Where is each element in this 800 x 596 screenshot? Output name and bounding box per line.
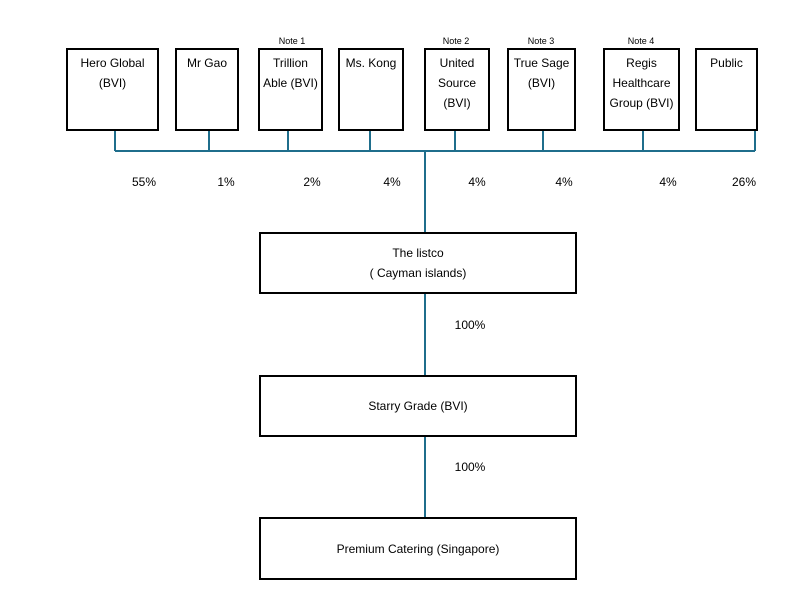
shareholder-name: Hero Global [80, 56, 145, 70]
note-3-label: Note 3 [527, 36, 555, 46]
shareholder-name-line3: Group (BVI) [609, 96, 674, 110]
shareholder-name-line2: Able (BVI) [263, 76, 318, 90]
shareholder-box-public: Public [695, 48, 758, 131]
shareholder-name-line2: Healthcare [612, 76, 671, 90]
shareholder-name: Trillion [273, 56, 308, 70]
shareholder-name-line2: (BVI) [527, 76, 556, 90]
shareholder-name: Public [710, 56, 743, 70]
note-4-label: Note 4 [627, 36, 655, 46]
shareholder-name-line2: Source [437, 76, 477, 90]
shareholder-name: Regis [626, 56, 657, 70]
listco-jurisdiction: ( Cayman islands) [369, 266, 467, 280]
premium-catering-box: Premium Catering (Singapore) [259, 517, 577, 580]
starry-grade-box: Starry Grade (BVI) [259, 375, 577, 437]
shareholder-name: Mr Gao [186, 56, 227, 70]
premium-catering-name: Premium Catering (Singapore) [336, 541, 500, 556]
note-2-label: Note 2 [442, 36, 470, 46]
pct-hero-global: 55% [131, 175, 157, 189]
shareholder-name-line3: (BVI) [443, 96, 471, 110]
listco-name: The listco [392, 246, 444, 260]
pct-trillion-able: 2% [303, 175, 321, 189]
starry-grade-name: Starry Grade (BVI) [368, 399, 468, 413]
pct-starry-to-premium: 100% [454, 460, 486, 474]
pct-mr-gao: 1% [217, 175, 235, 189]
shareholder-name: United [439, 56, 475, 70]
shareholder-box-ms-kong: Ms. Kong [338, 48, 404, 131]
pct-regis: 4% [659, 175, 677, 189]
shareholder-box-trillion-able: Trillion Able (BVI) [258, 48, 323, 131]
pct-united-source: 4% [468, 175, 486, 189]
shareholder-box-united-source: United Source (BVI) [424, 48, 490, 131]
shareholder-box-mr-gao: Mr Gao [175, 48, 239, 131]
shareholder-name: True Sage [513, 56, 570, 70]
shareholder-name: Ms. Kong [345, 56, 397, 70]
note-1-label: Note 1 [278, 36, 306, 46]
shareholder-box-regis-healthcare: Regis Healthcare Group (BVI) [603, 48, 680, 131]
shareholder-box-true-sage: True Sage (BVI) [507, 48, 576, 131]
shareholder-box-hero-global: Hero Global (BVI) [66, 48, 159, 131]
listco-box: The listco ( Cayman islands) [259, 232, 577, 294]
pct-true-sage: 4% [555, 175, 573, 189]
pct-ms-kong: 4% [383, 175, 401, 189]
pct-public: 26% [731, 175, 757, 189]
shareholder-name-line2: (BVI) [98, 76, 127, 90]
pct-listco-to-starry: 100% [454, 318, 486, 332]
